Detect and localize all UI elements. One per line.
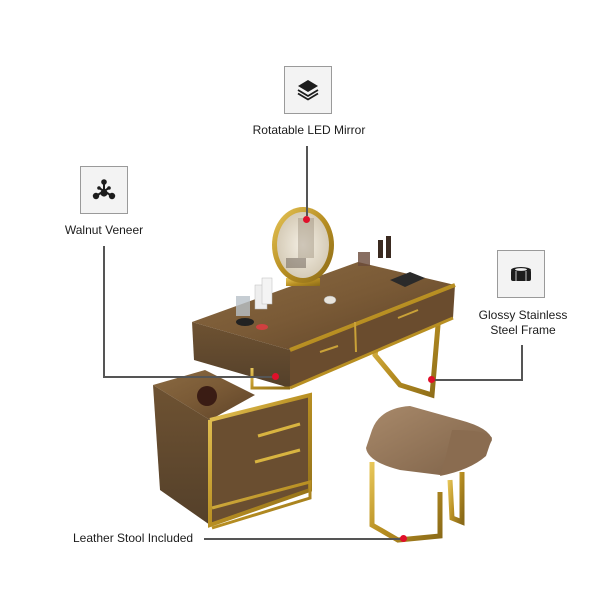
led-mirror	[272, 207, 334, 286]
mirror-feature-icon-box	[284, 66, 332, 114]
frame-feature-icon-box	[497, 250, 545, 298]
veneer-feature-icon-box	[80, 166, 128, 214]
leather-stool	[366, 406, 492, 543]
vanity-desk	[192, 236, 456, 390]
veneer-callout-line-vertical	[103, 246, 105, 378]
molecule-icon	[92, 179, 116, 200]
frame-feature-label: Glossy Stainless Steel Frame	[468, 308, 578, 338]
mirror-callout-dot	[303, 216, 310, 223]
stool-callout-dot	[400, 535, 407, 542]
frame-callout-dot	[428, 376, 435, 383]
frame-feature-label-line2: Steel Frame	[490, 323, 556, 337]
veneer-callout-line-horizontal	[103, 376, 275, 378]
stool-callout-line	[204, 538, 402, 540]
mirror-callout-line	[306, 146, 308, 216]
veneer-callout-dot	[272, 373, 279, 380]
frame-callout-line-vertical	[521, 345, 523, 381]
frame-callout-line-horizontal	[432, 379, 523, 381]
mirror-feature-label: Rotatable LED Mirror	[252, 123, 366, 137]
stool-feature-label: Leather Stool Included	[73, 531, 194, 545]
frame-feature-label-line1: Glossy Stainless	[478, 308, 568, 322]
drawer-cabinet	[153, 370, 312, 530]
veneer-feature-label: Walnut Veneer	[64, 223, 144, 237]
hex-nut-icon	[511, 267, 531, 281]
layers-icon	[297, 80, 319, 101]
